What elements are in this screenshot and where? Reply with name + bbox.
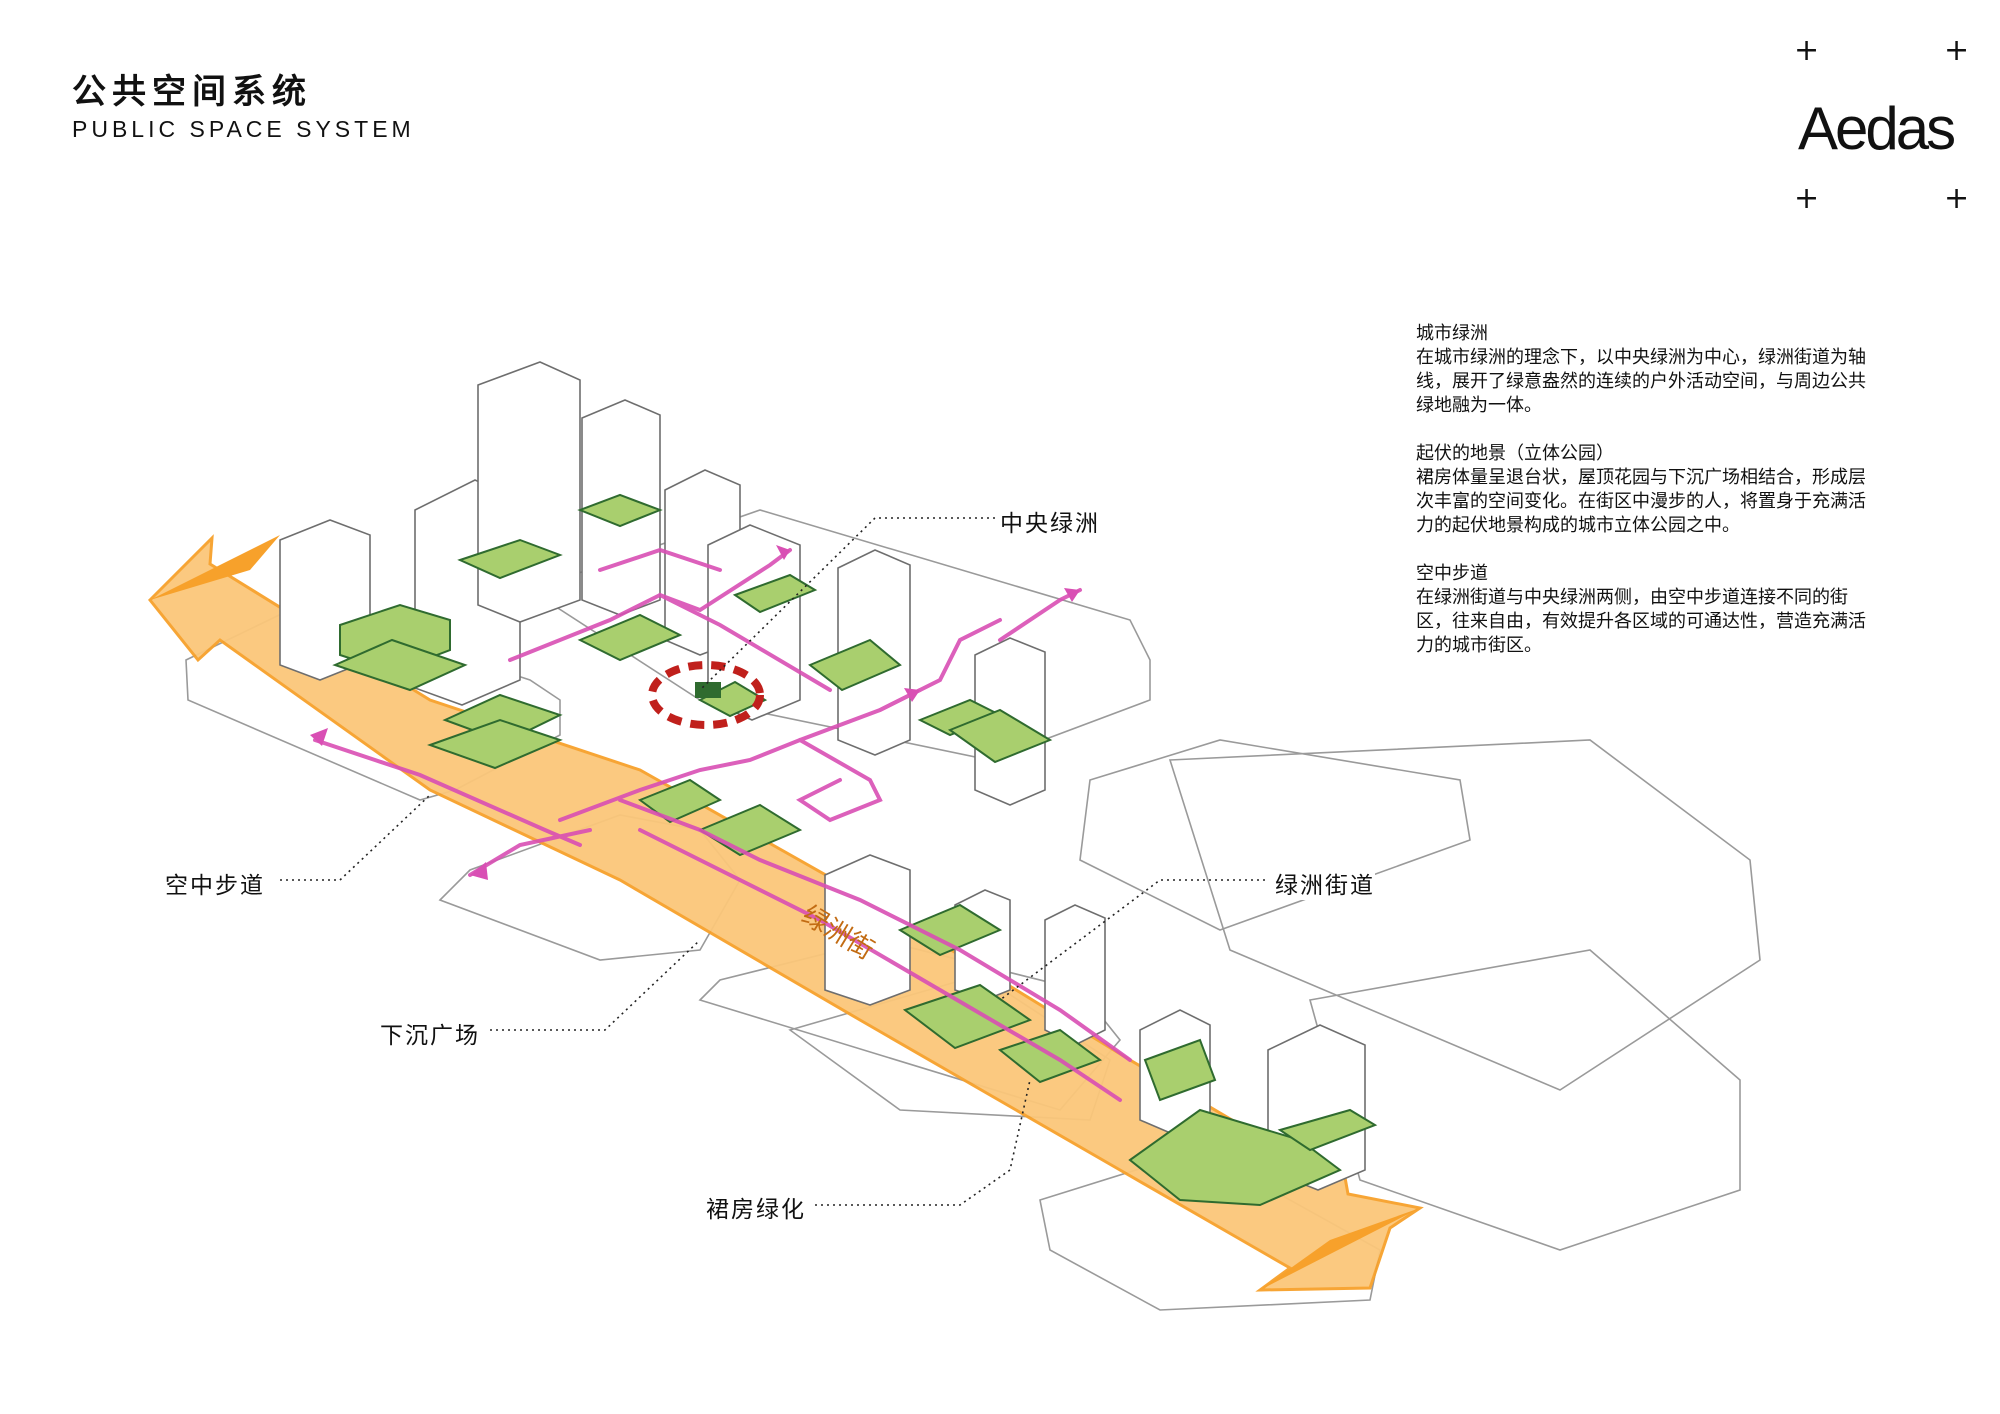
green-terrace — [732, 573, 818, 614]
arrow-icon — [1064, 588, 1080, 602]
plus-mark-icon: + — [1794, 181, 1820, 216]
skywalk-path — [508, 548, 792, 662]
note-heading: 起伏的地景（立体公园） — [1416, 443, 1614, 464]
green-terrace — [577, 493, 663, 528]
leader-oasis-street — [999, 879, 1265, 1001]
note-line: 次丰富的空间变化。在街区中漫步的人，将置身于充满活 — [1416, 491, 1866, 512]
note-section: 城市绿洲 在城市绿洲的理念下，以中央绿洲为中心，绿洲街道为轴 线，展开了绿意盎然… — [1416, 322, 1936, 418]
label-sunken-plaza: 下沉广场 — [380, 1016, 480, 1050]
leader-skywalk — [280, 794, 431, 881]
green-terrace — [808, 638, 902, 692]
note-line: 力的城市街区。 — [1416, 635, 1542, 656]
note-line: 裙房体量呈退台状，屋顶花园与下沉广场相结合，形成层 — [1416, 467, 1866, 488]
arrow-icon — [310, 728, 328, 746]
leader-sunken-plaza — [490, 939, 701, 1031]
note-section: 起伏的地景（立体公园） 裙房体量呈退台状，屋顶花园与下沉广场相结合，形成层 次丰… — [1416, 442, 1936, 538]
green-terrace — [1143, 1038, 1217, 1102]
central-oasis-marker — [648, 661, 764, 729]
label-central-oasis: 中央绿洲 — [1000, 504, 1100, 538]
page-subtitle: PUBLIC SPACE SYSTEM — [72, 116, 415, 142]
brand-logo: Aedas — [1798, 95, 1956, 162]
skywalk-path — [638, 828, 1122, 1102]
site-block — [1168, 739, 1761, 1091]
green-terrace — [902, 983, 1033, 1050]
green-terrace — [427, 718, 563, 770]
notes-panel: 城市绿洲 在城市绿洲的理念下，以中央绿洲为中心，绿洲街道为轴 线，展开了绿意盎然… — [1416, 322, 1936, 682]
note-line: 在绿洲街道与中央绿洲两侧，由空中步道连接不同的街 — [1416, 587, 1848, 608]
arrow-icon — [776, 545, 790, 560]
label-skywalk: 空中步道 — [165, 866, 265, 900]
green-terrace — [332, 638, 468, 692]
skywalk-arrowheads — [310, 545, 1080, 880]
site-block — [1079, 739, 1471, 931]
note-line: 区，往来自由，有效提升各区域的可通达性，营造充满活 — [1416, 611, 1866, 632]
green-terrace — [1277, 1108, 1378, 1152]
leader-central-oasis — [699, 517, 995, 691]
arrow-icon — [904, 688, 920, 702]
green-terrace — [897, 903, 1003, 957]
leader-podium-greening — [815, 1079, 1031, 1206]
label-podium-greening: 裙房绿化 — [706, 1190, 806, 1224]
green-terrace — [1128, 1108, 1342, 1207]
axis-arrowhead-west — [150, 535, 280, 600]
leader-lines — [280, 517, 1265, 1206]
skywalk-path — [796, 738, 883, 823]
skywalk-path — [618, 798, 1132, 1062]
page-title: 公共空间系统 — [72, 72, 312, 112]
arrow-icon — [470, 862, 488, 880]
green-terrace — [577, 613, 683, 662]
note-heading: 城市绿洲 — [1416, 323, 1488, 344]
note-line: 绿地融为一体。 — [1416, 395, 1542, 416]
tower — [477, 361, 581, 623]
note-section: 空中步道 在绿洲街道与中央绿洲两侧，由空中步道连接不同的街 区，往来自由，有效提… — [1416, 562, 1936, 658]
plus-mark-icon: + — [1944, 33, 1970, 68]
skywalk-path — [658, 593, 832, 692]
note-line: 线，展开了绿意盎然的连续的户外活动空间，与周边公共 — [1416, 371, 1866, 392]
green-terrace — [697, 680, 768, 718]
note-line: 力的起伏地景构成的城市立体公园之中。 — [1416, 515, 1740, 536]
note-line: 在城市绿洲的理念下，以中央绿洲为中心，绿洲街道为轴 — [1416, 347, 1866, 368]
axis-arrowhead-east — [1260, 1208, 1420, 1290]
green-terrace — [457, 538, 563, 580]
label-oasis-street: 绿洲街道 — [1275, 866, 1375, 900]
tower — [1044, 904, 1106, 1046]
green-terrace — [947, 708, 1053, 764]
central-oasis-core — [695, 682, 721, 698]
skywalk-path — [998, 588, 1082, 642]
skywalk-path — [598, 547, 722, 572]
plus-mark-icon: + — [1944, 181, 1970, 216]
site-block — [1308, 949, 1741, 1251]
skywalk-path — [468, 828, 592, 877]
plus-mark-icon: + — [1794, 33, 1820, 68]
note-heading: 空中步道 — [1416, 563, 1488, 584]
